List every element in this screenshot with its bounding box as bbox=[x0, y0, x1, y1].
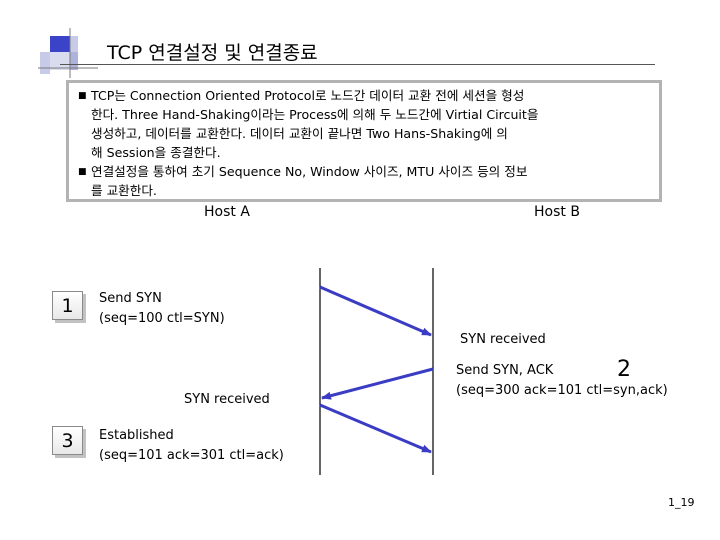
step-3-action: Established bbox=[99, 428, 174, 443]
host-b-label: Host B bbox=[534, 204, 580, 220]
syn-arrow bbox=[319, 285, 432, 337]
step-1-detail: (seq=100 ctl=SYN) bbox=[99, 311, 225, 326]
host-b-syn-received: SYN received bbox=[460, 332, 546, 347]
slide-title: TCP 연결설정 및 연결종료 bbox=[107, 42, 318, 64]
title-divider bbox=[60, 64, 655, 65]
slide-logo-squares bbox=[38, 28, 98, 78]
bullet-line: 한다. Three Hand-Shaking이라는 Process에 의해 두 … bbox=[91, 107, 539, 122]
step-2-detail: (seq=300 ack=101 ctl=syn,ack) bbox=[456, 383, 668, 398]
bullet-line: 해 Session을 종결한다. bbox=[91, 145, 221, 160]
square-bullet-icon: ■ bbox=[78, 167, 87, 177]
host-a-syn-received: SYN received bbox=[184, 392, 270, 407]
step-1-text: Send SYN (seq=100 ctl=SYN) bbox=[99, 289, 225, 329]
step-3-text: Established (seq=101 ack=301 ctl=ack) bbox=[99, 426, 284, 466]
host-a-label: Host A bbox=[204, 204, 250, 220]
ack-arrow bbox=[319, 403, 432, 454]
step-1-action: Send SYN bbox=[99, 291, 162, 306]
bullet-line: 생성하고, 데이터를 교환한다. 데이터 교환이 끝나면 Two Hans-Sh… bbox=[91, 126, 508, 141]
page-number: 1_19 bbox=[668, 496, 695, 509]
step-3-detail: (seq=101 ack=301 ctl=ack) bbox=[99, 448, 284, 463]
bullet-text: 연결설정을 통하여 초기 Sequence No, Window 사이즈, MT… bbox=[91, 162, 653, 200]
description-box: ■ TCP는 Connection Oriented Protocol로 노드간… bbox=[66, 80, 662, 202]
step-3-badge: 3 bbox=[52, 426, 83, 455]
bullet-text: TCP는 Connection Oriented Protocol로 노드간 데… bbox=[91, 86, 653, 162]
bullet-item: ■ 연결설정을 통하여 초기 Sequence No, Window 사이즈, … bbox=[78, 162, 653, 200]
bullet-line: 를 교환한다. bbox=[91, 183, 157, 198]
syn-ack-arrow bbox=[321, 367, 434, 400]
step-2-text: Send SYN, ACK (seq=300 ack=101 ctl=syn,a… bbox=[456, 361, 668, 401]
square-bullet-icon: ■ bbox=[78, 91, 87, 101]
step-2-badge: 2 bbox=[617, 357, 631, 382]
step-2-action: Send SYN, ACK bbox=[456, 363, 554, 378]
step-1-badge: 1 bbox=[52, 291, 83, 320]
bullet-line: 연결설정을 통하여 초기 Sequence No, Window 사이즈, MT… bbox=[91, 164, 528, 179]
bullet-item: ■ TCP는 Connection Oriented Protocol로 노드간… bbox=[78, 86, 653, 162]
bullet-line: TCP는 Connection Oriented Protocol로 노드간 데… bbox=[91, 88, 525, 103]
